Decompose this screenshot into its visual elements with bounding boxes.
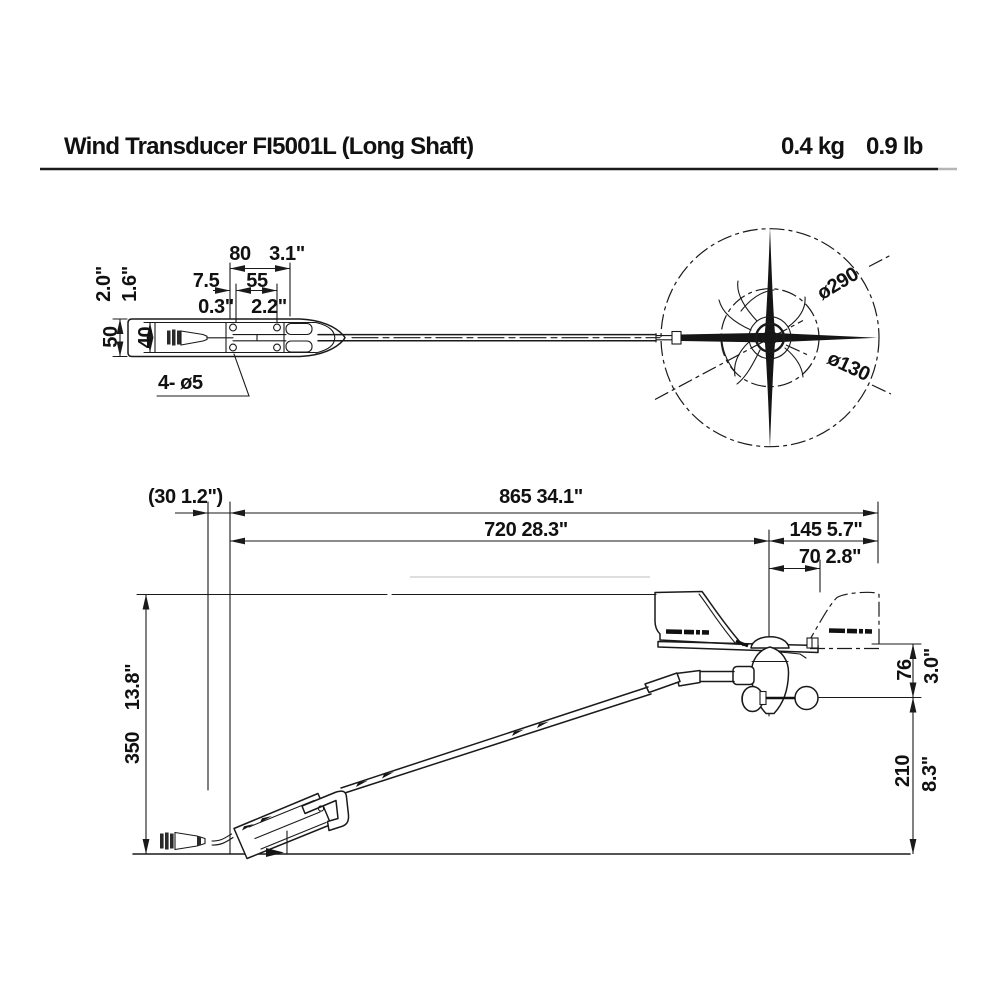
- dim-55: 55: [246, 270, 268, 292]
- vane-blade-horizontal: [681, 332, 878, 343]
- weight-imperial: 0.9 lb: [866, 133, 923, 160]
- dim-80: 80: [229, 243, 251, 265]
- dim-350-in: 13.8": [122, 664, 144, 710]
- dim-16-in: 1.6": [119, 266, 141, 302]
- shaft-side-view: [336, 686, 652, 797]
- dim-720: 720 28.3": [484, 519, 568, 541]
- dim-30: (30 1.2"): [148, 486, 223, 508]
- dim-70: 70 2.8": [799, 546, 861, 568]
- vane-hub: [750, 636, 790, 649]
- dim-50: 50: [100, 326, 122, 348]
- dim-76-in: 3.0": [921, 648, 943, 684]
- page-title: Wind Transducer FI5001L (Long Shaft): [64, 133, 473, 160]
- weight-metric: 0.4 kg: [781, 133, 844, 160]
- dim-865: 865 34.1": [499, 486, 583, 508]
- dim-75: 7.5: [193, 270, 220, 292]
- dim-210-in: 8.3": [919, 756, 941, 792]
- header: Wind Transducer FI5001L (Long Shaft) 0.4…: [40, 133, 957, 171]
- side-view-dimensions: (30 1.2") 865 34.1" 720 28.3" 145 5.7" 7…: [122, 486, 943, 855]
- dim-40: 40: [135, 327, 157, 349]
- dim-22-in: 2.2": [251, 296, 287, 318]
- vane-front-view: ø290 ø130: [654, 227, 892, 448]
- shaft-top-view: [317, 330, 682, 345]
- cup-diameter-label: ø130: [824, 347, 873, 386]
- dim-03-in: 0.3": [198, 296, 234, 318]
- cable-connector-top: [167, 329, 234, 346]
- top-view-drawing: ø290 ø130 80 3.1" 7.5 55 0.3" 2.2" 2.0" …: [93, 227, 892, 448]
- dim-holes: 4- ø5: [158, 372, 203, 394]
- vane-fin-solid: [654, 590, 749, 648]
- transducer-head: [644, 590, 880, 715]
- dim-145: 145 5.7": [789, 519, 862, 541]
- top-view-dimensions: 80 3.1" 7.5 55 0.3" 2.2" 2.0" 1.6" 50 40…: [93, 243, 305, 397]
- vane-diameter-label: ø290: [813, 263, 862, 305]
- arm-flange: [732, 665, 755, 686]
- bracket-housing: [127, 318, 346, 358]
- dim-80-in: 3.1": [269, 243, 305, 265]
- shaft-ferrule: [644, 672, 681, 694]
- vane-fin-phantom: [805, 591, 880, 650]
- dim-350: 350: [122, 732, 144, 764]
- anemometer-cups: [741, 685, 819, 713]
- mounting-bracket: [160, 790, 350, 860]
- cable-connector-side: [160, 831, 234, 851]
- side-view-drawing: (30 1.2") 865 34.1" 720 28.3" 145 5.7" 7…: [122, 486, 943, 860]
- dim-20-in: 2.0": [93, 266, 115, 302]
- dim-210: 210: [892, 755, 914, 787]
- dim-76: 76: [894, 659, 916, 681]
- shaft-clamp: [301, 790, 350, 832]
